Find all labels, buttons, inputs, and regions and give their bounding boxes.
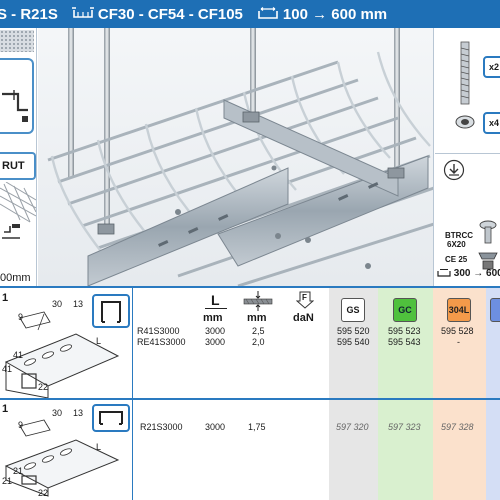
row1-inox-1: 595 528	[441, 326, 474, 336]
bolt-icon	[478, 220, 498, 270]
row1-strut-drawing	[4, 311, 120, 398]
length-unit: mm	[203, 312, 223, 324]
thickness-unit: mm	[247, 312, 267, 324]
threaded-rod-icon	[455, 41, 475, 129]
fixing-detail-box: BTRCC 6X20 CE 25	[435, 155, 500, 286]
row1-dim-right: 13	[73, 299, 84, 309]
row2-length-1: 3000	[205, 422, 226, 432]
qty-badge-rod: x2	[483, 56, 500, 78]
row1-dim-left: 9	[18, 312, 24, 322]
column-304l	[433, 288, 486, 500]
row2-ref-1: R21S3000	[140, 422, 183, 432]
row1-length-2: 3000	[205, 337, 226, 347]
column-gs	[329, 288, 378, 500]
finish-badge-304l: 304L	[447, 298, 471, 322]
header-range-group: 100 → 600 mm	[257, 6, 387, 23]
row1-ref-1: R41S3000	[137, 326, 180, 336]
row2-dim-length: L	[96, 442, 102, 452]
length-symbol: L	[211, 292, 220, 308]
row2-thickness-1: 1,75	[248, 422, 266, 432]
column-gc	[378, 288, 433, 500]
column-extra	[486, 288, 500, 500]
product-photo	[38, 28, 434, 286]
row2-dim-h1: 21	[13, 466, 24, 476]
qty-badge-nut: x4	[483, 112, 500, 134]
row2-dim-top: 30	[52, 408, 63, 418]
row1-dim-length: L	[96, 336, 102, 346]
row2-dim-bottom: 22	[38, 488, 49, 498]
bracket-diagram-box	[0, 58, 34, 134]
row1-channel-profile-icon	[101, 301, 121, 323]
row1-thickness-1: 2,5	[252, 326, 265, 336]
strut-label: RUT	[0, 152, 36, 180]
row2-index: 1	[2, 403, 9, 415]
header-models: S - R21S	[0, 5, 58, 23]
left-panel: RUT 00mm	[0, 28, 37, 286]
column-references	[133, 288, 195, 500]
row2-strut-drawing	[4, 419, 120, 497]
specification-table: L mm mm F daN GS GC 304L 1 30 13 9 L 41 …	[0, 286, 500, 500]
fixing-label-2: 6X20	[447, 240, 466, 249]
length-bar	[205, 308, 227, 309]
ce-label: CE 25	[445, 255, 468, 264]
row1-thickness-2: 2,0	[252, 337, 265, 347]
row1-ref-2: RE41S3000	[137, 337, 186, 347]
row1-dim-bottom: 22	[38, 382, 49, 392]
row1-gc-2: 595 543	[388, 337, 421, 347]
finish-badge-gc: GC	[393, 298, 417, 322]
fixing-label-1: BTRCC	[445, 231, 473, 240]
header-bar: S - R21S CF30 - CF54 - CF105 100 → 600 m…	[0, 0, 500, 28]
row1-dim-h1: 41	[13, 350, 24, 360]
row2-profile-box	[92, 404, 130, 432]
wire-tray-illustration	[47, 28, 433, 286]
row1-inox-2: -	[457, 337, 460, 347]
load-arrow-icon	[296, 291, 314, 309]
install-icon	[443, 159, 465, 181]
row2-inox-1: 597 328	[441, 422, 474, 432]
load-symbol: F	[302, 293, 307, 302]
finish-badge-extra	[490, 298, 500, 322]
finish-badge-gs: GS	[341, 298, 365, 322]
fixing-kit-box: x2 x4	[435, 28, 500, 154]
row1-length-1: 3000	[205, 326, 226, 336]
strut-mesh-icon	[0, 182, 36, 239]
row1-gs-1: 595 520	[337, 326, 370, 336]
row2-gc-1: 597 323	[388, 422, 421, 432]
row2-gs-1: 597 320	[336, 422, 369, 432]
row1-index: 1	[2, 292, 9, 304]
right-range: 300 → 600	[437, 268, 500, 279]
row2-dim-left: 9	[18, 420, 24, 430]
row1-gs-2: 595 540	[337, 337, 370, 347]
header-series: CF30 - CF54 - CF105	[97, 5, 243, 23]
right-panel: x2 x4 BTRCC 6X20 CE 25 300 → 600	[435, 28, 500, 286]
row-separator	[0, 398, 500, 400]
left-range-text: 00mm	[0, 272, 31, 284]
row1-profile-box	[92, 294, 130, 328]
width-range-small-icon	[437, 269, 451, 277]
bracket-icon	[2, 90, 28, 122]
header-range: 100 → 600 mm	[282, 5, 388, 23]
thickness-icon	[243, 291, 273, 311]
row1-dim-top: 30	[52, 299, 63, 309]
width-range-icon	[258, 7, 278, 19]
load-unit: daN	[293, 312, 314, 324]
row2-dim-right: 13	[73, 408, 84, 418]
row2-dim-h2: 21	[2, 476, 13, 486]
tray-icon	[71, 7, 94, 18]
row1-gc-1: 595 523	[388, 326, 421, 336]
row2-channel-profile-icon	[99, 411, 123, 425]
surface-finish-swatch	[0, 30, 34, 52]
right-range-text: 300 → 600	[453, 268, 500, 279]
row1-dim-h2: 41	[2, 364, 13, 374]
header-series-group: CF30 - CF54 - CF105	[71, 5, 243, 23]
